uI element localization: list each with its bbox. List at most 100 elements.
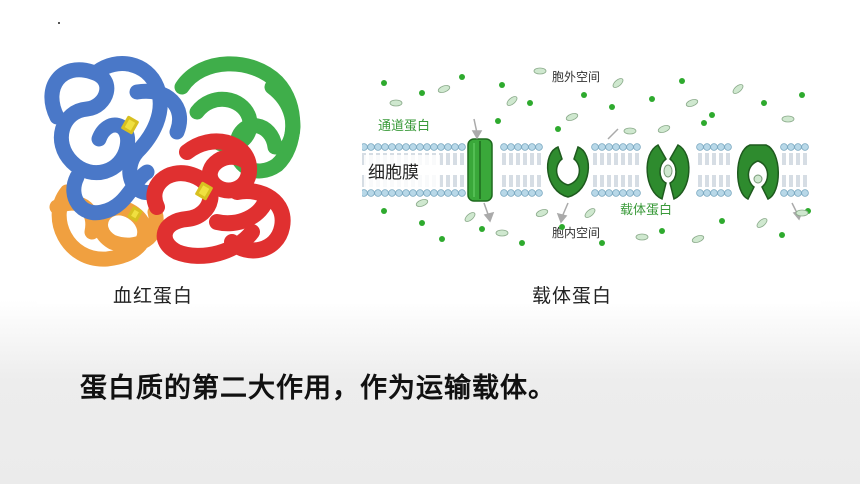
particle-dot [581,92,587,98]
lipid-head [801,189,809,197]
carrier-protein-label: 载体蛋白 [620,202,672,218]
lipid-head [423,189,431,197]
carrier-protein-open-down [737,144,779,200]
lipid-head [696,143,704,151]
particle-dot [419,90,425,96]
lipid-head [794,143,802,151]
heme-group [127,206,143,222]
lipid-head [402,143,410,151]
lipid-head [381,189,389,197]
particle-ellipse [612,78,624,88]
carrier-protein-open [546,146,590,198]
lipid-head [374,189,382,197]
lipid-head [780,143,788,151]
particle-ellipse [535,209,549,217]
particle-dot [381,208,387,214]
lipid-head [500,143,508,151]
particle-dot [719,218,725,224]
lipid-head [591,189,599,197]
lipid-head [362,189,368,197]
carrier-protein-caption: 载体蛋白 [532,285,613,307]
particle-dot [649,96,655,102]
lipid-head [402,189,410,197]
lipid-head [423,143,431,151]
particle-dot [559,224,565,230]
hemoglobin-red-chain [146,133,291,264]
lipid-head [598,143,606,151]
lipid-head [409,189,417,197]
lipid-head [416,189,424,197]
particle-dot [519,240,525,246]
lipid-head [619,189,627,197]
particle-ellipse [565,113,579,121]
particle-dot [761,100,767,106]
inside-space-label: 胞内空间 [552,226,600,240]
particles [381,67,811,246]
lipid-head [430,143,438,151]
particle-dot [679,78,685,84]
lipid-head [528,189,536,197]
lipid-head [395,143,403,151]
particle-dot [459,74,465,80]
lipid-head [703,143,711,151]
lipid-head [507,189,515,197]
lipid-head [444,143,452,151]
lipid-head [535,189,543,197]
lipid-head [787,143,795,151]
lipid-head [710,189,718,197]
lipid-head [717,143,725,151]
lipid-head [591,143,599,151]
lipid-head [717,189,725,197]
outside-space-label: 胞外空间 [552,70,600,84]
particle-ellipse [685,99,699,107]
lipid-head [605,143,613,151]
particle-dot [609,104,615,110]
lipid-head [430,189,438,197]
heme-group [195,181,213,201]
lipid-head [626,189,634,197]
lipid-head [437,143,445,151]
lipid-head [451,143,459,151]
lipid-head [612,143,620,151]
particle-dot [709,112,715,118]
membrane-transport-diagram: 胞外空间 通道蛋白 载体蛋白 胞内空间 细胞膜 [362,67,811,246]
particle-ellipse [437,85,451,93]
lipid-head [633,143,641,151]
lipid-head [451,189,459,197]
lipid-head [367,143,375,151]
lipid-head [388,189,396,197]
particle-dot [479,226,485,232]
particle-ellipse [506,96,518,106]
particle-dot [495,118,501,124]
lipid-head [535,143,543,151]
lipid-head [507,143,515,151]
particle-ellipse [464,212,476,222]
lipid-head [801,143,809,151]
lipid-head [521,189,529,197]
lipid-head [528,143,536,151]
lipid-head [626,143,634,151]
particle-dot [419,220,425,226]
lipid-head [612,189,620,197]
lipid-head [500,189,508,197]
lipid-head [724,143,732,151]
particle-ellipse [623,127,637,135]
particle-dot [499,82,505,88]
lipid-head [458,189,466,197]
particle-dot [599,240,605,246]
lipid-head [514,189,522,197]
lipid-head [437,189,445,197]
particle-ellipse [732,84,744,94]
particle-dot [779,232,785,238]
lipid-head [362,143,368,151]
lipid-head [619,143,627,151]
lipid-head [703,189,711,197]
lipid-head [605,189,613,197]
lipid-head [458,143,466,151]
channel-protein [467,138,493,202]
lipid-head [598,189,606,197]
lipid-head [409,143,417,151]
particle-dot [381,80,387,86]
lipid-head [395,189,403,197]
